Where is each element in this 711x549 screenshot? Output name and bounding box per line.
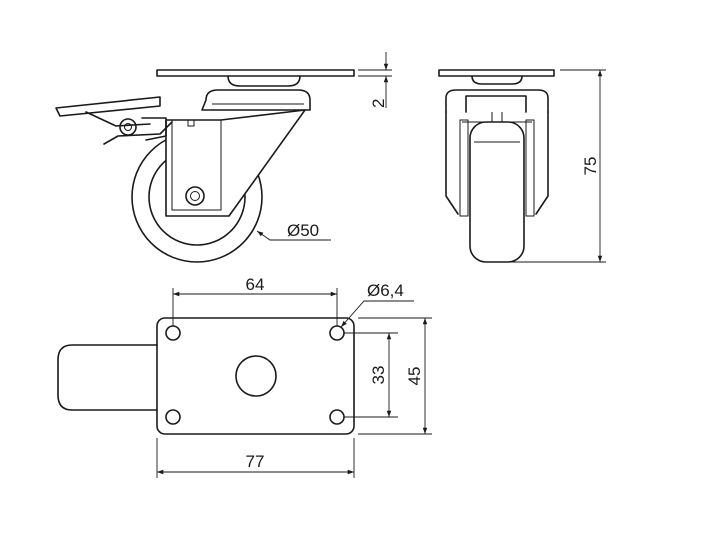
side-top-plate (156, 69, 355, 77)
wheel-diameter-label: Ø50 (287, 221, 319, 240)
front-view: 75 (438, 69, 606, 263)
top-brake-pedal (57, 344, 158, 411)
hole-diameter-leader (340, 300, 414, 328)
plate-thickness-label: 2 (369, 99, 388, 108)
wheel-diameter-leader (256, 230, 331, 241)
front-wheel (469, 121, 525, 263)
mount-hole-4 (329, 409, 345, 425)
side-brake-pedal (55, 96, 161, 117)
side-brake-pivot (119, 118, 137, 136)
side-axle-bolt (185, 186, 205, 206)
mount-hole-3 (165, 409, 181, 425)
front-swivel-housing (445, 89, 549, 113)
front-fork-right (535, 111, 549, 215)
plate-width-label: 45 (405, 367, 424, 386)
side-brake-arm (85, 111, 151, 127)
total-height-label: 75 (581, 157, 600, 176)
front-bearing-cap (471, 75, 523, 85)
mount-hole-2 (329, 325, 345, 341)
side-view: Ø50 2 (55, 52, 392, 263)
hole-spacing-x-label: 64 (246, 275, 265, 294)
side-swivel-housing (201, 89, 311, 111)
front-fork-left (445, 111, 459, 215)
mount-hole-1 (165, 325, 181, 341)
plate-length-label: 77 (246, 452, 265, 471)
side-bearing-cap (227, 75, 301, 87)
hole-spacing-y-label: 33 (369, 366, 388, 385)
hole-diameter-label: Ø6,4 (367, 281, 404, 300)
top-center-bolt (235, 355, 277, 397)
front-top-plate (438, 69, 555, 77)
top-view: 64 Ø6,4 33 45 77 (57, 275, 432, 478)
top-mounting-plate (156, 317, 355, 435)
